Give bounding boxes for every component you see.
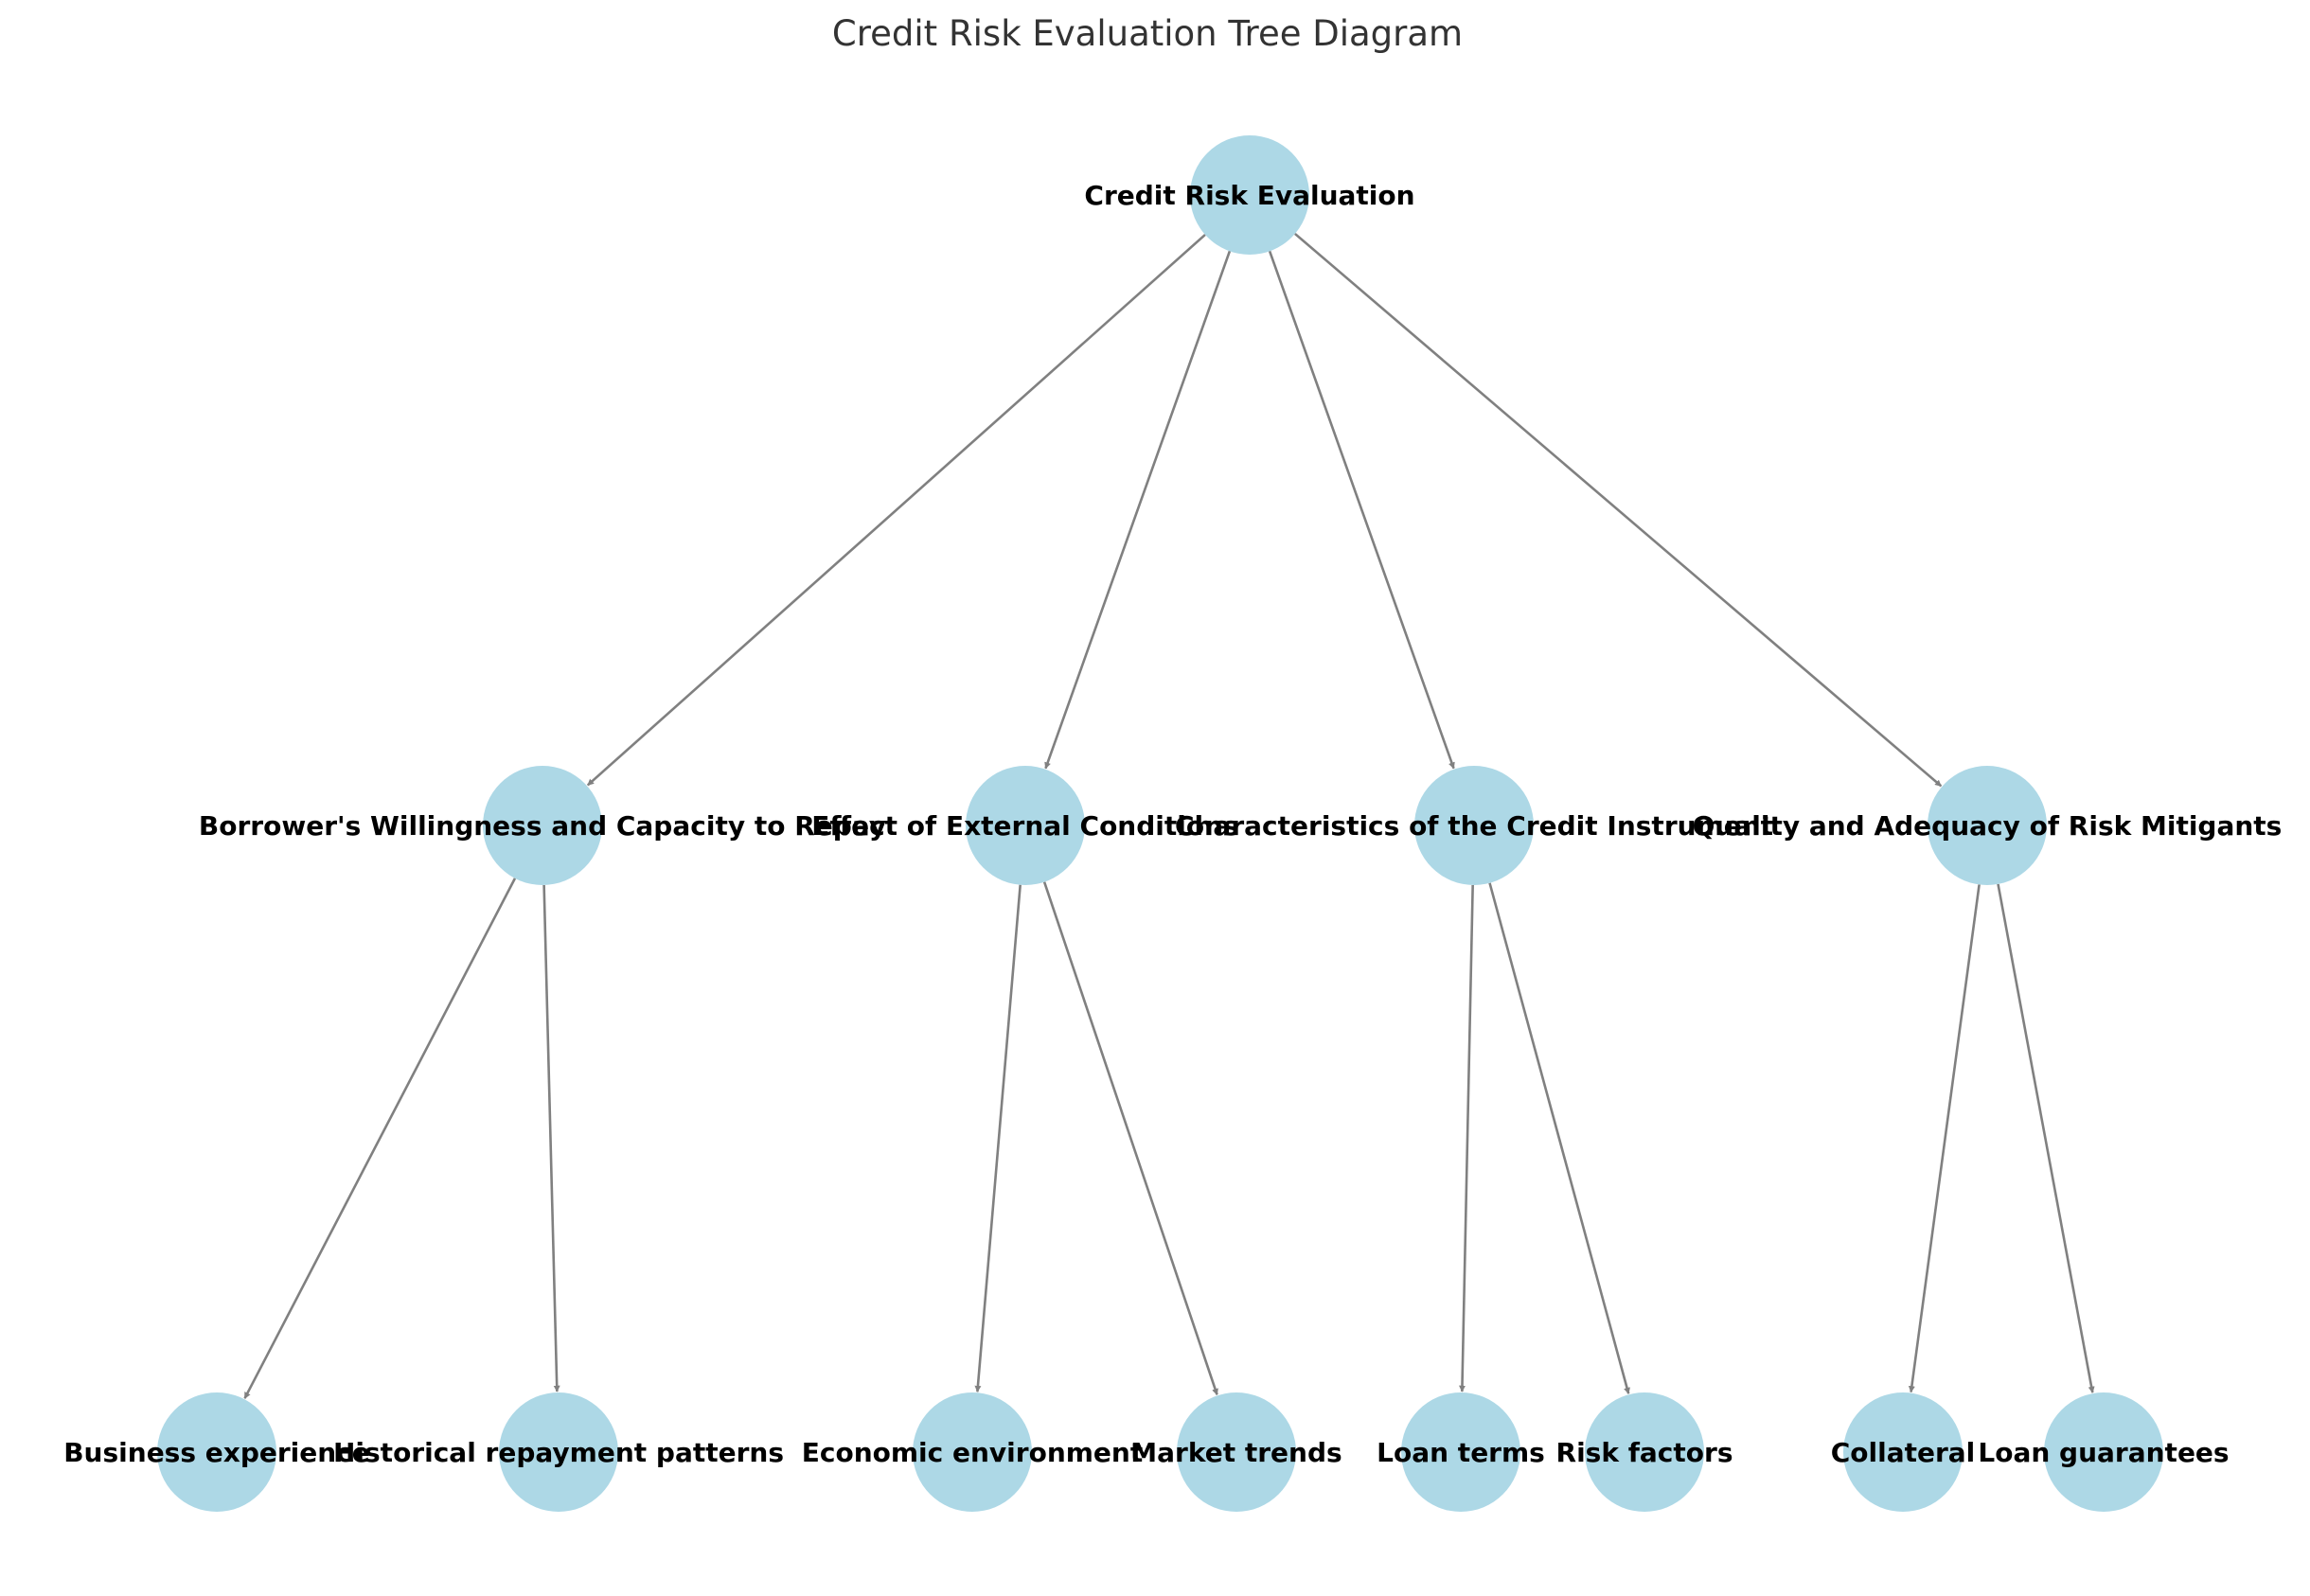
node-circle-riskfactors: [1585, 1392, 1704, 1512]
node-circle-external: [966, 766, 1085, 885]
node-economic: [913, 1392, 1032, 1512]
node-external: [966, 766, 1085, 885]
edge-mitigants-to-guarantees: [1997, 883, 2095, 1393]
node-label-mitigants: Quality and Adequacy of Risk Mitigants: [1693, 810, 2283, 842]
edge-external-to-economic: [974, 884, 1022, 1392]
node-label-guarantees: Loan guarantees: [1978, 1437, 2229, 1468]
edge-instrument-to-loanterms: [1458, 884, 1474, 1392]
node-loanterms: [1401, 1392, 1520, 1512]
node-historical: [499, 1392, 618, 1512]
diagram-title: Credit Risk Evaluation Tree Diagram: [832, 13, 1463, 54]
node-label-historical: Historical repayment patterns: [333, 1437, 784, 1468]
node-label-business: Business experience: [63, 1437, 370, 1468]
edge-root-to-external: [1044, 250, 1232, 770]
node-guarantees: [2044, 1392, 2163, 1512]
node-riskfactors: [1585, 1392, 1704, 1512]
node-circle-economic: [913, 1392, 1032, 1512]
edges-layer: [243, 232, 2095, 1399]
node-business: [157, 1392, 276, 1512]
edge-root-to-borrower: [586, 233, 1206, 787]
node-instrument: [1414, 766, 1534, 885]
node-label-external: Effect of External Conditions: [811, 810, 1238, 842]
node-label-borrower: Borrower's Willingness and Capacity to R…: [199, 810, 886, 842]
node-circle-borrower: [483, 766, 602, 885]
node-circle-mitigants: [1928, 766, 2047, 885]
node-root: [1190, 135, 1309, 255]
node-circle-business: [157, 1392, 276, 1512]
edge-mitigants-to-collateral: [1908, 884, 1981, 1393]
node-circle-loanterms: [1401, 1392, 1520, 1512]
edge-external-to-market: [1042, 881, 1218, 1396]
edge-borrower-to-business: [243, 878, 517, 1399]
edge-root-to-mitigants: [1294, 232, 1943, 788]
node-mitigants: [1928, 766, 2047, 885]
node-circle-historical: [499, 1392, 618, 1512]
node-borrower: [483, 766, 602, 885]
node-label-instrument: Characteristics of the Credit Instrument: [1175, 810, 1773, 842]
node-circle-market: [1177, 1392, 1296, 1512]
node-label-market: Market trends: [1130, 1437, 1342, 1468]
node-label-root: Credit Risk Evaluation: [1084, 180, 1414, 211]
node-label-riskfactors: Risk factors: [1556, 1437, 1733, 1468]
edge-root-to-instrument: [1268, 250, 1455, 770]
node-circle-instrument: [1414, 766, 1534, 885]
node-market: [1177, 1392, 1296, 1512]
edge-instrument-to-riskfactors: [1488, 882, 1630, 1394]
node-circle-guarantees: [2044, 1392, 2163, 1512]
node-label-economic: Economic environment: [802, 1437, 1144, 1468]
node-circle-collateral: [1843, 1392, 1963, 1512]
node-collateral: [1843, 1392, 1963, 1512]
node-label-collateral: Collateral: [1831, 1437, 1976, 1468]
node-label-loanterms: Loan terms: [1377, 1437, 1545, 1468]
edge-borrower-to-historical: [542, 884, 560, 1392]
node-circle-root: [1190, 135, 1309, 255]
